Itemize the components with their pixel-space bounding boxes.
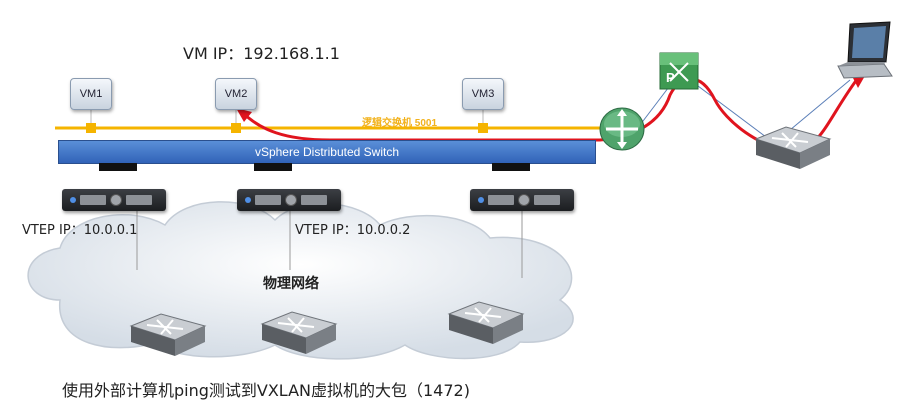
- firewall-icon: P: [659, 52, 699, 90]
- port-square-vm3: [478, 123, 488, 133]
- dvs-uplink: [254, 163, 292, 171]
- switch-icon: [260, 311, 338, 354]
- laptop-icon: [837, 21, 893, 79]
- server-icon: [470, 189, 574, 211]
- router-icon: [599, 107, 645, 151]
- switch-icon: [129, 313, 207, 356]
- switch-icon: [754, 126, 832, 169]
- logical-switch-label: 逻辑交换机 5001: [362, 118, 438, 129]
- caption: 使用外部计算机ping测试到VXLAN虚拟机的大包（1472): [62, 381, 470, 400]
- vm-box: VM2: [215, 78, 257, 110]
- vm-box: VM1: [70, 78, 112, 110]
- dvs-uplink: [99, 163, 137, 171]
- server-icon: [237, 189, 341, 211]
- switch-icon: [447, 301, 525, 344]
- edge-router-badge: P: [666, 70, 675, 85]
- vm-ip-label: VM IP：192.168.1.1: [183, 44, 340, 63]
- distributed-switch-bar: vSphere Distributed Switch: [58, 140, 596, 164]
- server-icon: [62, 189, 166, 211]
- port-square-vm1: [86, 123, 96, 133]
- dvs-uplink: [492, 163, 530, 171]
- vtep-label: VTEP IP：10.0.0.2: [295, 223, 411, 238]
- vtep-label: VTEP IP：10.0.0.1: [22, 223, 138, 238]
- physical-network-label: 物理网络: [263, 276, 319, 292]
- vm-box: VM3: [462, 78, 504, 110]
- port-square-vm2: [231, 123, 241, 133]
